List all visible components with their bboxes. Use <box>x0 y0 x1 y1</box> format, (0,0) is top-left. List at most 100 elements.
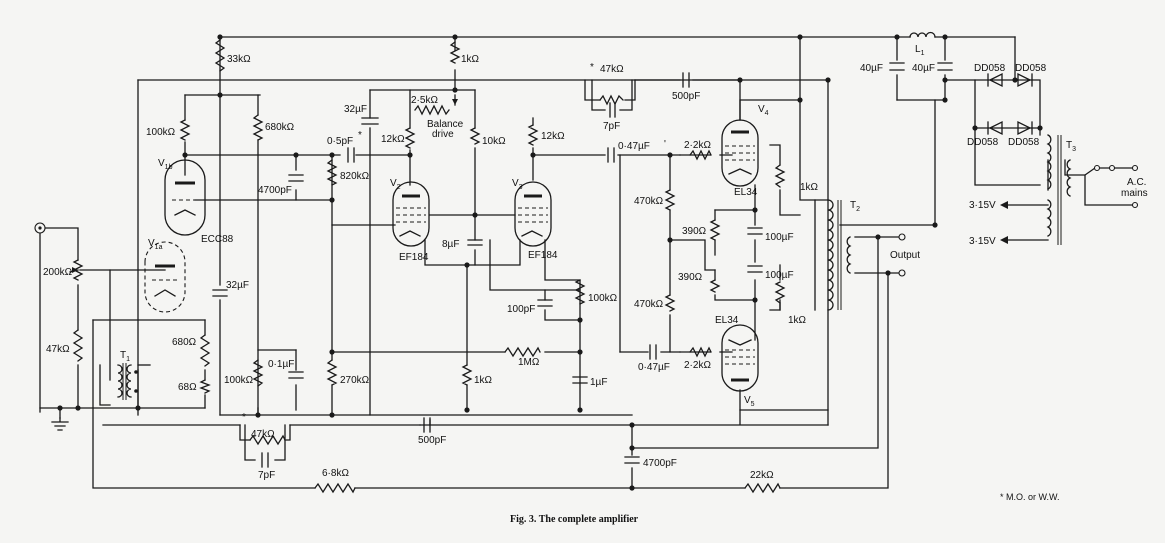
label-dd2: DD058 <box>1015 63 1047 74</box>
label-47k-top: 47kΩ <box>600 64 624 75</box>
label-4700p-bot: 4700pF <box>643 458 677 469</box>
rectifier-diodes <box>987 72 1033 136</box>
tube-v2 <box>392 181 430 247</box>
resistor-10k <box>469 127 481 145</box>
tube-v1a <box>144 241 186 313</box>
cap-4700p-left <box>288 174 304 182</box>
footnote: * M.O. or W.W. <box>1000 492 1060 502</box>
label-1k-bot: 1kΩ <box>474 375 493 386</box>
tube-labels: V1b ECC88 V1a V2 EF184 V3 EF184 V4 EL34 … <box>148 104 769 408</box>
resistor-390-a <box>709 219 721 241</box>
label-12k-v2: 12kΩ <box>381 134 405 145</box>
label-ecc88: ECC88 <box>201 234 234 245</box>
resistor-100k-bot <box>252 359 264 387</box>
resistor-12k-v3 <box>527 124 539 146</box>
resistor-1k-top <box>449 41 461 64</box>
label-t3: T3 <box>1066 140 1076 153</box>
resistor-47k-bot <box>249 434 286 446</box>
label-200k: 200kΩ <box>43 267 73 278</box>
label-ef184-v2: EF184 <box>399 252 429 263</box>
resistor-1k-v4 <box>774 164 786 188</box>
label-390-a: 390Ω <box>682 226 707 237</box>
resistor-6-8k <box>314 482 356 494</box>
label-v3: V3 <box>512 178 523 191</box>
label-v2: V2 <box>390 178 401 191</box>
label-1M: 1MΩ <box>518 357 540 368</box>
label-680k: 680kΩ <box>265 122 295 133</box>
resistors <box>69 39 786 494</box>
resistor-270k <box>326 359 338 386</box>
label-el34-v4: EL34 <box>734 187 758 198</box>
label-047-bot: 0·47µF <box>638 362 670 373</box>
component-labels: 33kΩ 1kΩ * 47kΩ 500pF 7pF 32µF 2·5kΩ Bal… <box>43 54 1148 481</box>
label-1k-v5: 1kΩ <box>788 315 807 326</box>
transformer-t1 <box>117 363 138 400</box>
tube-v3 <box>514 181 552 247</box>
label-470k-bot: 470kΩ <box>634 299 664 310</box>
label-v1a: V1a <box>148 238 163 251</box>
label-dd3: DD058 <box>967 137 999 148</box>
cap-1u <box>572 376 588 384</box>
label-7p-top: 7pF <box>603 121 620 132</box>
label-12k-v3: 12kΩ <box>541 131 565 142</box>
figure-caption: Fig. 3. The complete amplifier <box>510 514 639 525</box>
resistor-820k <box>326 159 338 186</box>
label-2-2k-bot: 2·2kΩ <box>684 360 711 371</box>
label-500p-top: 500pF <box>672 91 700 102</box>
label-7p-bot: 7pF <box>258 470 275 481</box>
cap-047-bot <box>649 344 657 360</box>
label-32u-b: 32µF <box>226 280 249 291</box>
label-ef184-v3: EF184 <box>528 250 558 261</box>
transformer-t3 <box>1000 134 1139 245</box>
resistor-100k-v1b <box>179 119 191 141</box>
resistor-68 <box>199 379 211 394</box>
tube-v4 <box>721 119 759 187</box>
label-270k: 270kΩ <box>340 375 370 386</box>
label-drive: drive <box>432 129 454 140</box>
label-390-b: 390Ω <box>678 272 703 283</box>
cap-0-5p <box>347 147 355 163</box>
cap-8u <box>467 239 483 246</box>
label-0-5p: 0·5pF <box>327 136 353 147</box>
label-6-8k: 6·8kΩ <box>322 468 349 479</box>
label-l1: L1 <box>915 44 925 57</box>
label-100k-v3: 100kΩ <box>588 293 618 304</box>
cap-7p-bot <box>261 452 269 468</box>
cap-500p-bot <box>423 417 431 433</box>
label-1k-top: 1kΩ <box>461 54 480 65</box>
resistor-2-2k-top <box>689 149 712 161</box>
label-ac: A.C. <box>1127 177 1146 188</box>
label-047-top: 0·47µF <box>618 141 650 152</box>
cap-100p <box>537 299 553 307</box>
label-100u-b: 100µF <box>765 270 794 281</box>
label-100k-bot: 100kΩ <box>224 375 254 386</box>
transformer-labels: T1 T2 T3 L1 <box>120 44 1076 363</box>
label-680: 680Ω <box>172 337 197 348</box>
tube-v5 <box>721 324 759 392</box>
label-0-1u: 0·1µF <box>268 359 294 370</box>
label-star-05p: * <box>358 130 362 141</box>
label-2-5k: 2·5kΩ <box>411 95 438 106</box>
cap-32u-a <box>361 117 379 125</box>
resistor-390-b <box>709 279 721 293</box>
label-47k-bot: 47kΩ <box>251 429 275 440</box>
label-47k-left: 47kΩ <box>46 344 70 355</box>
label-1k-v4: 1kΩ <box>800 182 819 193</box>
label-mains: mains <box>1121 188 1148 199</box>
resistor-680 <box>199 334 211 367</box>
resistor-2-2k-bot <box>689 346 712 358</box>
label-el34-v5: EL34 <box>715 315 739 326</box>
capacitors <box>212 62 953 468</box>
label-100k-v1b: 100kΩ <box>146 127 176 138</box>
label-t1: T1 <box>120 350 130 363</box>
cap-40u-a <box>889 62 905 71</box>
input-jack-and-ground <box>34 222 69 431</box>
inductor-l1 <box>909 31 936 38</box>
label-500p-bot: 500pF <box>418 435 446 446</box>
label-v1b: V1b <box>158 158 173 171</box>
label-22k: 22kΩ <box>750 470 774 481</box>
cap-047-top <box>607 147 615 163</box>
resistor-680k <box>252 114 264 141</box>
